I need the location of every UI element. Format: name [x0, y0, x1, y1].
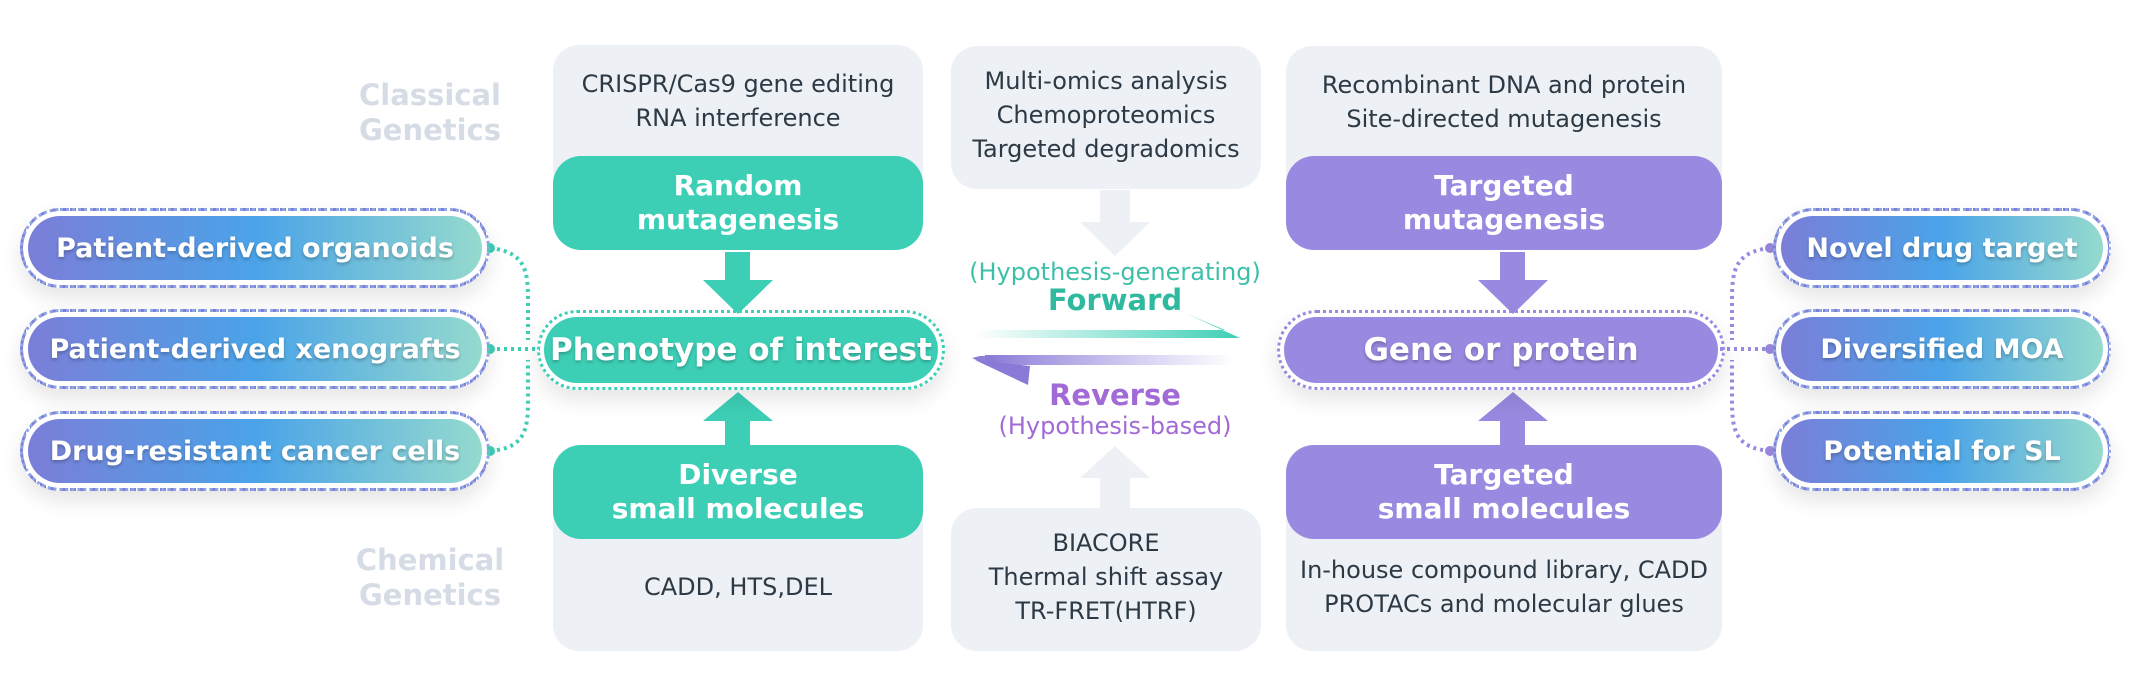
outcome-label: Diversified MOA — [1781, 317, 2103, 381]
box-line: Random — [673, 169, 803, 202]
method-line: Recombinant DNA and protein — [1321, 71, 1687, 99]
label-line: Classical — [359, 78, 501, 112]
method-line: Targeted degradomics — [972, 135, 1240, 163]
label-line: Genetics — [358, 578, 502, 612]
teal-up-arrow — [703, 392, 773, 450]
classical-genetics-label: Classical Genetics — [355, 78, 505, 148]
box-line: Targeted — [1434, 169, 1574, 202]
box-line: small molecules — [611, 492, 865, 525]
grey-down-arrow — [1080, 190, 1150, 256]
reverse-label: Reverse — [1049, 378, 1181, 412]
forward-label: Forward — [1047, 283, 1183, 317]
hypothesis-generating-label: (Hypothesis-generating) — [969, 258, 1261, 286]
purple-up-arrow — [1478, 392, 1548, 450]
method-line: BIACORE — [1052, 529, 1160, 557]
model-pill-cancer-cells[interactable]: Drug-resistant cancer cells — [20, 411, 490, 491]
box-line: small molecules — [1377, 492, 1631, 525]
phenotype-label: Phenotype of interest — [544, 317, 938, 383]
box-line: Diverse — [678, 458, 798, 491]
targeted-genetics-text: Recombinant DNA and protein Site-directe… — [1286, 68, 1722, 136]
method-line: CADD, HTS,DEL — [644, 573, 832, 601]
forward-arrow — [975, 313, 1240, 338]
box-line: mutagenesis — [1402, 203, 1606, 236]
connector-sl — [1730, 360, 1771, 453]
box-line: mutagenesis — [636, 203, 840, 236]
forward-methods-panel: Multi-omics analysis Chemoproteomics Tar… — [951, 46, 1261, 189]
label-line: Genetics — [358, 113, 502, 147]
reverse-methods-text: BIACORE Thermal shift assay TR-FRET(HTRF… — [951, 526, 1261, 628]
method-line: Chemoproteomics — [996, 101, 1216, 129]
model-pill-organoids[interactable]: Patient-derived organoids — [20, 208, 490, 288]
forward-methods-text: Multi-omics analysis Chemoproteomics Tar… — [951, 64, 1261, 166]
gene-or-protein-label: Gene or protein — [1284, 317, 1718, 383]
outcome-pill-novel-target[interactable]: Novel drug target — [1773, 208, 2111, 288]
method-line: In-house compound library, CADD — [1299, 556, 1709, 584]
diverse-small-molecules-box[interactable]: Diverse small molecules — [553, 445, 923, 539]
model-label: Patient-derived xenografts — [28, 317, 482, 381]
targeted-mutagenesis-box[interactable]: Targeted mutagenesis — [1286, 156, 1722, 250]
method-line: Site-directed mutagenesis — [1346, 105, 1662, 133]
targeted-small-molecules-box[interactable]: Targeted small molecules — [1286, 445, 1722, 539]
teal-down-arrow — [703, 252, 773, 314]
method-line: PROTACs and molecular glues — [1324, 590, 1684, 618]
box-line: Targeted — [1434, 458, 1574, 491]
connector-novel-target — [1730, 246, 1771, 340]
phenotype-of-interest-node[interactable]: Phenotype of interest — [537, 310, 945, 390]
outcome-label: Potential for SL — [1781, 419, 2103, 483]
model-pill-xenografts[interactable]: Patient-derived xenografts — [20, 309, 490, 389]
random-mutagenesis-box[interactable]: Random mutagenesis — [553, 156, 923, 250]
reverse-methods-panel: BIACORE Thermal shift assay TR-FRET(HTRF… — [951, 508, 1261, 651]
connector-organoids — [489, 246, 530, 340]
model-label: Patient-derived organoids — [28, 216, 482, 280]
grey-up-arrow — [1080, 446, 1150, 518]
method-line: Multi-omics analysis — [984, 67, 1228, 95]
outcome-pill-moa[interactable]: Diversified MOA — [1773, 309, 2111, 389]
connector-cancer-cells — [489, 360, 530, 453]
classical-methods-text: CRISPR/Cas9 gene editing RNA interferenc… — [553, 67, 923, 135]
model-label: Drug-resistant cancer cells — [28, 419, 482, 483]
method-line: RNA interference — [635, 104, 841, 132]
hypothesis-based-label: (Hypothesis-based) — [998, 412, 1232, 440]
method-line: Thermal shift assay — [988, 563, 1224, 591]
method-line: CRISPR/Cas9 gene editing — [581, 70, 895, 98]
label-line: Chemical — [355, 543, 505, 577]
targeted-chemistry-text: In-house compound library, CADD PROTACs … — [1286, 553, 1722, 621]
gene-or-protein-node[interactable]: Gene or protein — [1277, 310, 1725, 390]
chemical-methods-text: CADD, HTS,DEL — [553, 570, 923, 604]
method-line: TR-FRET(HTRF) — [1015, 597, 1197, 625]
outcome-label: Novel drug target — [1781, 216, 2103, 280]
outcome-pill-sl[interactable]: Potential for SL — [1773, 411, 2111, 491]
purple-down-arrow — [1478, 252, 1548, 314]
chemical-genetics-label: Chemical Genetics — [355, 543, 505, 613]
